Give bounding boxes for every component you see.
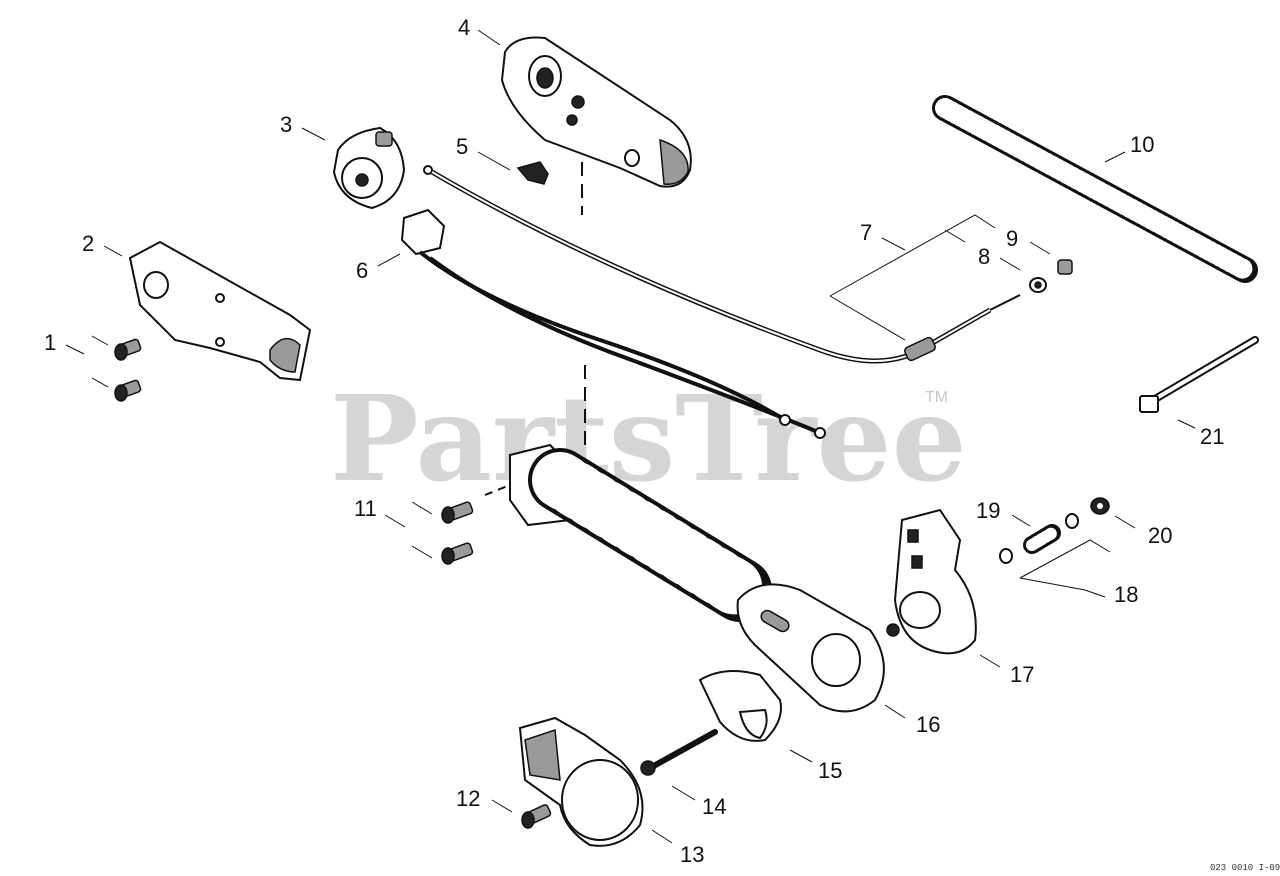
part-13-side-cover[interactable]	[518, 716, 644, 847]
part-19-spring[interactable]	[1023, 524, 1061, 554]
part-2-handle-cover[interactable]	[128, 240, 312, 382]
callout-13: 13	[680, 842, 704, 867]
callout-20: 20	[1148, 523, 1172, 548]
part-8-nut[interactable]	[1029, 277, 1047, 293]
callout-5: 5	[456, 134, 468, 159]
part-11-screws[interactable]	[441, 501, 474, 565]
part-7-throttle-cable[interactable]	[423, 165, 1021, 364]
assembly-line-screw	[484, 484, 511, 496]
callout-21: 21	[1200, 424, 1224, 449]
part-14-long-screw[interactable]	[640, 729, 718, 776]
callout-7: 7	[860, 220, 872, 245]
part-12-screw[interactable]	[521, 804, 552, 829]
callout-11: 11	[354, 496, 377, 521]
callout-16: 16	[916, 712, 940, 737]
part-15-inner-cover[interactable]	[698, 670, 782, 742]
part-10-spring-liner[interactable]	[932, 95, 1258, 283]
callout-17: 17	[1010, 662, 1034, 687]
part-17-trigger-housing[interactable]	[886, 508, 977, 655]
part-9-adjuster[interactable]	[1057, 259, 1073, 275]
part-1-screws[interactable]	[114, 338, 142, 402]
part-3-switch-housing[interactable]	[332, 126, 406, 210]
callout-15: 15	[818, 758, 842, 783]
part-5-clip[interactable]	[516, 161, 549, 185]
callout-14: 14	[702, 794, 726, 819]
watermark-text: PartsTree	[330, 369, 967, 508]
part-16-handle[interactable]	[509, 443, 885, 713]
part-21-cable-tie[interactable]	[1139, 336, 1259, 413]
leader-lines	[65, 29, 1196, 844]
part-20-nut[interactable]	[1090, 497, 1110, 515]
callout-18: 18	[1114, 582, 1138, 607]
callout-2: 2	[82, 231, 94, 256]
callout-1: 1	[44, 330, 56, 355]
watermark-trademark: TM	[925, 389, 948, 406]
callout-9: 9	[1006, 226, 1018, 251]
callout-3: 3	[280, 112, 292, 137]
callout-19: 19	[976, 498, 1000, 523]
callout-10: 10	[1130, 132, 1154, 157]
part-4-handle-housing[interactable]	[500, 36, 692, 188]
part-18-washers[interactable]	[999, 513, 1079, 564]
callout-12: 12	[456, 786, 480, 811]
callout-4: 4	[458, 15, 470, 40]
part-6-switch-wire[interactable]	[400, 208, 826, 439]
callout-8: 8	[978, 244, 990, 269]
callout-6: 6	[356, 258, 368, 283]
diagram-code: 023 0010 I-09	[1210, 863, 1280, 873]
